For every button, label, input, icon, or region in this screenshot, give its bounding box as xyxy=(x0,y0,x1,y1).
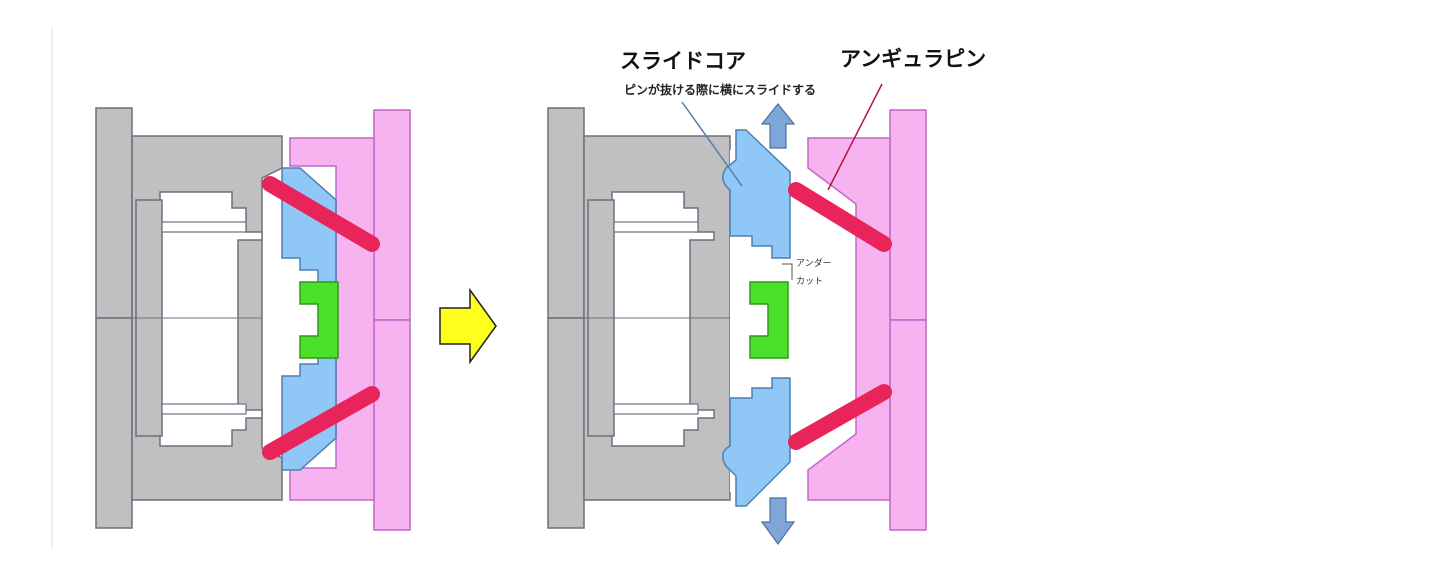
slide-core-note: ピンが抜ける際に横にスライドする xyxy=(624,82,816,97)
clamp-plate-lower xyxy=(95,317,133,529)
slide-core-callout xyxy=(681,101,743,187)
transition-arrow xyxy=(439,287,497,365)
angular-pin-lower-open xyxy=(788,384,892,450)
cavity-plate-lower-open xyxy=(889,319,927,531)
clamp-plate-lower-open xyxy=(547,317,585,529)
undercut-bracket xyxy=(782,263,793,280)
angular-pin-label: アンギュラピン xyxy=(840,47,986,71)
cavity-plate-upper-open xyxy=(889,109,927,321)
undercut-label-line2: カット xyxy=(796,276,823,287)
ejector-pin-lower-open xyxy=(613,403,699,415)
angular-pin-lower-closed xyxy=(262,386,380,460)
slide-up-arrow xyxy=(760,103,796,149)
ejector-pin-lower xyxy=(161,403,247,415)
cavity-plate-upper xyxy=(373,109,411,321)
cavity-plate-lower xyxy=(373,319,411,531)
slide-core-label: スライドコア xyxy=(620,49,746,73)
slide-down-arrow xyxy=(760,497,796,546)
angular-pin-upper-open xyxy=(788,182,892,252)
angular-pin-callout xyxy=(827,83,883,191)
angular-pin-upper-closed xyxy=(262,176,380,252)
closed-mold xyxy=(95,107,411,531)
clamp-plate-upper xyxy=(95,107,133,319)
molded-product-open xyxy=(749,281,789,359)
clamp-plate-upper-open xyxy=(547,107,585,319)
ejector-pin-upper-open xyxy=(613,221,699,233)
slide-core-upper-open xyxy=(722,129,791,259)
molded-product-closed xyxy=(299,281,339,359)
undercut-label-line1: アンダー xyxy=(796,257,832,269)
slide-core-lower-open xyxy=(722,377,791,507)
opened-mold xyxy=(547,103,927,546)
ejector-pin-upper xyxy=(161,221,247,233)
